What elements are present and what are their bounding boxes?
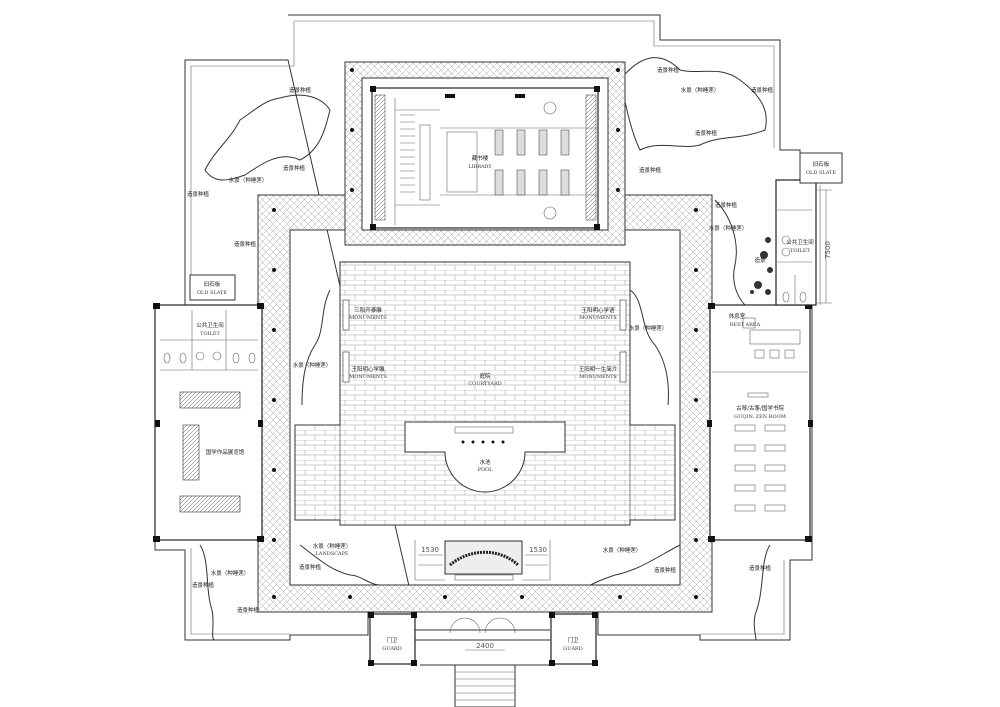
water-label: 水景（种睡莲） — [629, 324, 668, 332]
planting-label: 造景种植 — [715, 201, 738, 209]
rockery-label: 造景 — [754, 256, 766, 264]
dimension-left-step: 1530 — [421, 546, 439, 554]
monument-2-en: MONUMENTS — [579, 315, 617, 321]
guard-right-en: GUARD — [563, 646, 582, 652]
courtyard: 庭院 COURTYARD 三阳开泰雕 MONUMENTS 王阳明心学语 MONU… — [294, 261, 676, 526]
old-slate-left-cn: 旧石板 — [204, 280, 221, 288]
water-label: 水景（种睡莲） — [681, 86, 720, 94]
monument-4-en: MONUMENTS — [579, 374, 617, 380]
pool-label-cn: 水池 — [479, 458, 491, 466]
entrance-flower-bed: 1530 1530 — [414, 540, 551, 581]
guqin-room-en: GUQIN. ZEN ROOM — [734, 414, 786, 420]
monument-4-cn: 王阳明一生简介 — [579, 365, 618, 373]
monument-3-en: MONUMENTS — [349, 374, 387, 380]
monument-3-cn: 王阳明心学雕 — [351, 365, 385, 373]
old-slate-left-en: OLD SLATE — [197, 290, 227, 296]
landscape-label-en: LANDSCAPE — [315, 551, 349, 557]
planting-label: 造景种植 — [751, 86, 774, 94]
dimension-gate: 2400 — [476, 642, 494, 650]
rest-area-en: REST AREA — [730, 322, 761, 328]
planting-label: 造景种植 — [234, 240, 257, 248]
courtyard-label-en: COURTYARD — [468, 381, 501, 387]
exhibition-hall-label: 国学作品展览馆 — [206, 448, 245, 456]
planting-label: 造景种植 — [695, 129, 718, 137]
left-building: 公共卫生间 TOILET 国学作品展览馆 旧石板 OLD SLATE — [153, 274, 264, 542]
planting-label: 造景种植 — [237, 606, 260, 614]
landscape-contours — [199, 57, 771, 641]
library-label-cn: 藏书楼 — [472, 154, 489, 162]
planting-label: 造景种植 — [654, 566, 677, 574]
water-label: 水景（种睡莲） — [211, 569, 250, 577]
water-label: 水景（种睡莲） — [229, 176, 268, 184]
planting-label: 造景种植 — [187, 190, 210, 198]
toilet-left-en: TOILET — [200, 331, 220, 337]
planting-label: 造景种植 — [192, 581, 215, 589]
library-building: 藏书楼 LIBRARY — [344, 61, 626, 246]
dimension-toilet: 7500 — [824, 241, 832, 259]
guard-house-right — [550, 613, 597, 665]
water-label: 水景（种睡莲） — [293, 361, 332, 369]
toilet-left-cn: 公共卫生间 — [196, 321, 224, 329]
corridor-columns — [272, 68, 698, 599]
planting-label: 造景种植 — [299, 563, 322, 571]
guard-left-en: GUARD — [382, 646, 401, 652]
guard-house-left — [369, 613, 416, 665]
guard-right-cn: 门卫 — [567, 636, 579, 644]
water-label: 水景（种睡莲） — [709, 224, 748, 232]
planting-labels: 造景种植 造景种植 造景种植 造景种植 造景种植 造景种植 造景种植 造景种植 … — [187, 66, 774, 614]
old-slate-right-cn: 旧石板 — [813, 160, 830, 168]
monument-1-cn: 三阳开泰雕 — [354, 306, 382, 314]
rest-area-cn: 休息室 — [729, 312, 746, 320]
old-slate-right-en: OLD SLATE — [806, 170, 836, 176]
guard-left-cn: 门卫 — [386, 636, 398, 644]
toilet-right-cn: 公共卫生间 — [786, 238, 814, 246]
courtyard-label-cn: 庭院 — [479, 372, 491, 380]
guqin-room-cn: 古琴/古筝/国学书院 — [736, 404, 784, 412]
planting-label: 造景种植 — [749, 564, 772, 572]
right-building: 休息室 REST AREA 古琴/古筝/国学书院 GUQIN. ZEN ROOM… — [707, 152, 843, 542]
monument-2-cn: 王阳明心学语 — [581, 306, 615, 314]
dimension-right-step: 1530 — [529, 546, 547, 554]
site-boundary — [154, 14, 813, 641]
planting-label: 造景种植 — [657, 66, 680, 74]
toilet-right-en: TOILET — [790, 248, 810, 254]
main-gate: 2400 门卫 GUARD 门卫 GUARD — [368, 612, 598, 707]
library-label-en: LIBRARY — [468, 164, 492, 170]
water-label: 水景（种睡莲） — [603, 546, 642, 554]
pool-label-en: POOL — [478, 467, 494, 473]
landscape-label-cn: 水景（种睡莲） — [313, 542, 352, 550]
pool: 水池 POOL — [404, 421, 566, 493]
planting-label: 造景种植 — [289, 86, 312, 94]
rockery-shrubs — [750, 237, 773, 295]
planting-label: 造景种植 — [639, 166, 662, 174]
planting-label: 造景种植 — [283, 164, 306, 172]
monument-1-en: MONUMENTS — [349, 315, 387, 321]
